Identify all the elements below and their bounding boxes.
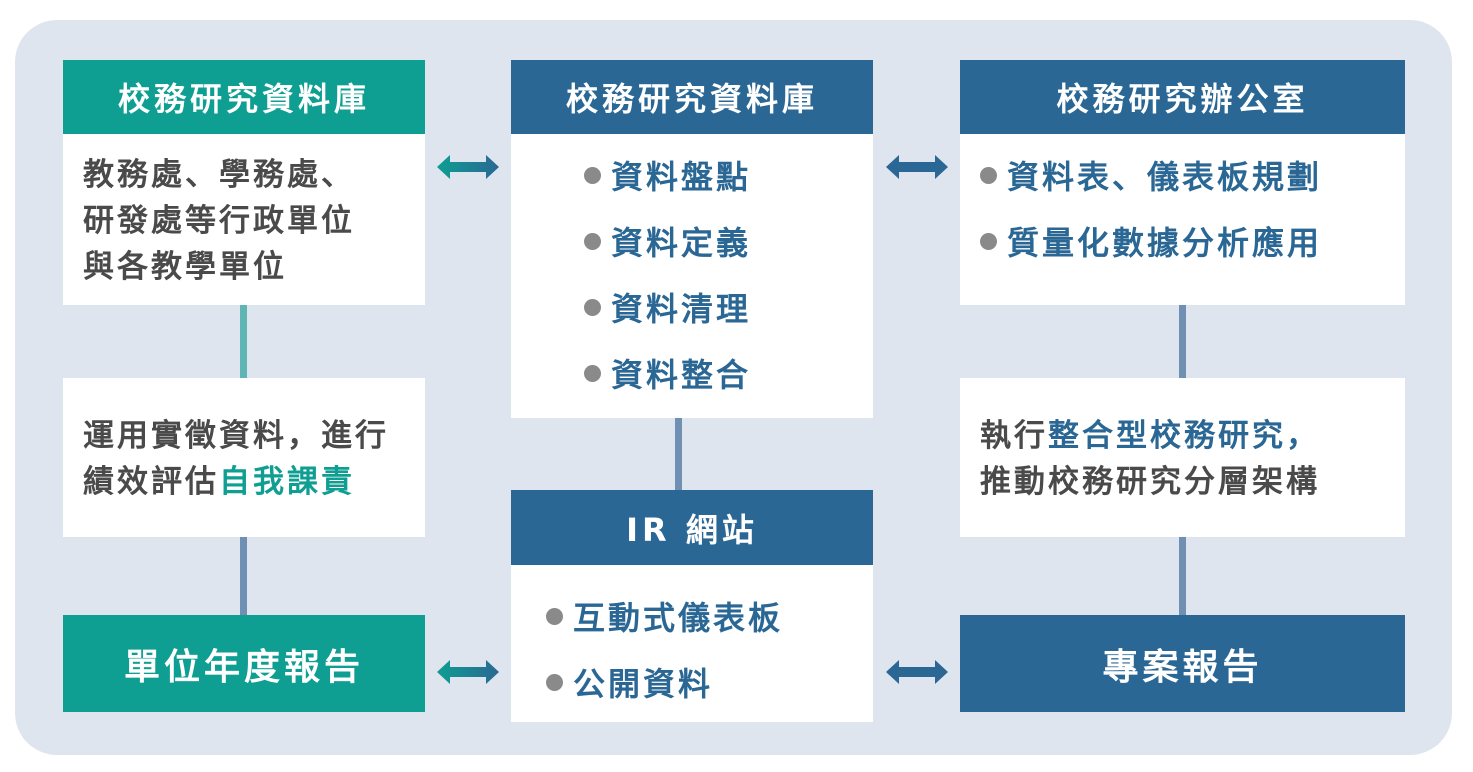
bullet-icon — [546, 607, 563, 625]
list-item: 資料定義 — [584, 208, 873, 274]
bullet-icon — [980, 166, 997, 184]
list-item: 資料盤點 — [584, 142, 873, 208]
bullet-icon — [584, 364, 601, 382]
connector-line — [1179, 305, 1186, 378]
ir-website-box: 互動式儀表板 公開資料 — [511, 565, 873, 722]
double-arrow-icon — [437, 155, 499, 179]
connector-line — [240, 305, 247, 378]
ir-website-header: IR 網站 — [511, 490, 873, 565]
list-item: 資料整合 — [584, 340, 873, 406]
bullet-icon — [546, 673, 563, 691]
research-line2: 推動校務研究分層架構 — [980, 464, 1320, 500]
accountability-highlight: 自我課責 — [219, 464, 355, 500]
data-processing-box: 資料盤點 資料定義 資料清理 資料整合 — [511, 134, 873, 418]
list-item: 資料表、儀表板規劃 — [980, 142, 1405, 208]
accountability-line2: 績效評估 — [83, 464, 219, 500]
source-line: 研發處等行政單位 — [83, 203, 355, 239]
center-header: 校務研究資料庫 — [511, 60, 873, 134]
source-units-box: 教務處、學務處、 研發處等行政單位 與各教學單位 — [63, 134, 425, 305]
connector-line — [675, 418, 682, 490]
research-line1: 執行 — [980, 418, 1048, 454]
double-arrow-icon — [886, 660, 948, 684]
bullet-icon — [584, 166, 601, 184]
double-arrow-icon — [886, 155, 948, 179]
accountability-line1: 運用實徵資料，進行 — [83, 418, 389, 454]
connector-line — [1179, 537, 1186, 615]
list-item: 互動式儀表板 — [546, 583, 873, 649]
right-header: 校務研究辦公室 — [960, 60, 1405, 134]
source-line: 與各教學單位 — [83, 249, 287, 285]
connector-line — [240, 537, 247, 615]
left-header: 校務研究資料庫 — [63, 60, 425, 134]
bullet-icon — [584, 232, 601, 250]
ir-office-box: 資料表、儀表板規劃 質量化數據分析應用 — [960, 134, 1405, 305]
unit-annual-report: 單位年度報告 — [63, 615, 425, 712]
bullet-icon — [980, 232, 997, 250]
integrated-research-box: 執行整合型校務研究， 推動校務研究分層架構 — [960, 378, 1405, 537]
double-arrow-icon — [437, 660, 499, 684]
list-item: 公開資料 — [546, 649, 873, 715]
project-report: 專案報告 — [960, 615, 1405, 712]
list-item: 資料清理 — [584, 274, 873, 340]
list-item: 質量化數據分析應用 — [980, 208, 1405, 274]
self-accountability-box: 運用實徵資料，進行 績效評估自我課責 — [63, 378, 425, 537]
bullet-icon — [584, 298, 601, 316]
source-line: 教務處、學務處、 — [83, 157, 355, 193]
research-highlight: 整合型校務研究， — [1048, 418, 1320, 454]
